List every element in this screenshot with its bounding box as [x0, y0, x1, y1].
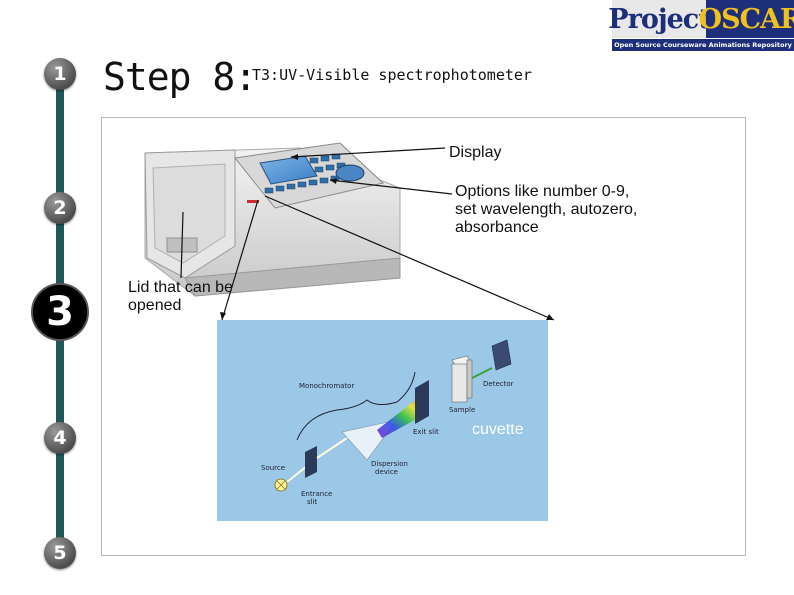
- step-title: Step 8:: [103, 55, 257, 99]
- step-1-button[interactable]: 1: [44, 58, 76, 90]
- exit-slit-label: Exit slit: [413, 428, 439, 436]
- options-callout-line1: Options like number 0-9,: [455, 183, 630, 200]
- slide-subtitle: T3:UV-Visible spectrophotometer: [252, 66, 532, 84]
- entrance-slit-label-line2: slit: [307, 498, 318, 506]
- logo-word-oscar: OSCAR: [699, 0, 794, 38]
- source-label: Source: [261, 464, 286, 472]
- step-3-button-active[interactable]: 3: [31, 283, 89, 341]
- schematic-drawing: [274, 339, 512, 492]
- lid-callout-line2: opened: [128, 297, 182, 314]
- project-oscar-logo: Project OSCAR Open Source Courseware Ani…: [608, 0, 794, 52]
- spectrophotometer-schematic: Monochromator Detector Sample Exit slit …: [217, 320, 548, 521]
- spectrophotometer-image: [144, 142, 401, 297]
- sample-label: Sample: [449, 406, 476, 414]
- options-callout-line3: absorbance: [455, 219, 539, 236]
- dispersion-device-label-line1: Dispersion: [371, 460, 408, 468]
- monochromator-label: Monochromator: [299, 382, 355, 390]
- display-callout: Display: [449, 144, 502, 161]
- step-4-button[interactable]: 4: [44, 422, 76, 454]
- options-callout-line2: set wavelength, autozero,: [455, 201, 638, 218]
- dispersion-device-label-line2: device: [375, 468, 398, 476]
- cuvette-callout: cuvette: [472, 421, 524, 438]
- lid-callout-line1: Lid that can be: [128, 279, 233, 296]
- step-5-button[interactable]: 5: [44, 537, 76, 569]
- logo-word-project: Project: [608, 0, 711, 38]
- detector-label: Detector: [483, 380, 514, 388]
- logo-tagline: Open Source Courseware Animations Reposi…: [612, 39, 794, 51]
- entrance-slit-label-line1: Entrance: [301, 490, 333, 498]
- step-2-button[interactable]: 2: [44, 192, 76, 224]
